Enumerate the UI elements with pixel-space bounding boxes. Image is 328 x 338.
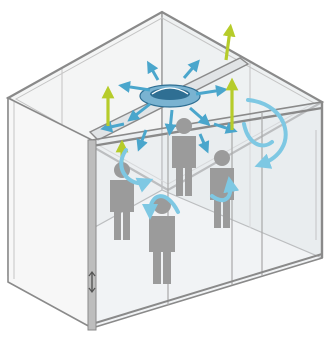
door-post [88, 140, 96, 330]
airflow-arrow-icon [170, 110, 172, 130]
